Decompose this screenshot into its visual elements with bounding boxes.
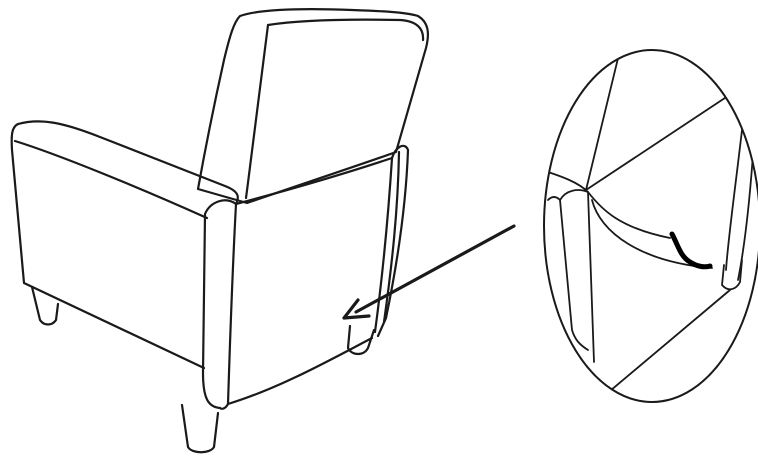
leg-back-left xyxy=(30,285,60,326)
chair-backrest xyxy=(196,7,429,205)
chair-left-arm xyxy=(10,120,239,370)
chair-rear-panel xyxy=(226,156,394,406)
chair-arm-front xyxy=(201,199,238,410)
detail-callout xyxy=(543,49,758,403)
recline-handle-icon xyxy=(669,231,713,270)
chair-legs xyxy=(30,285,376,454)
recliner-chair xyxy=(10,7,429,454)
chair-right-arm xyxy=(376,144,410,338)
leg-front xyxy=(180,403,220,454)
leg-back-right xyxy=(346,324,376,356)
detail-contents xyxy=(547,50,755,397)
detail-callout-outline xyxy=(543,49,758,403)
pointer-arrow xyxy=(342,224,516,320)
